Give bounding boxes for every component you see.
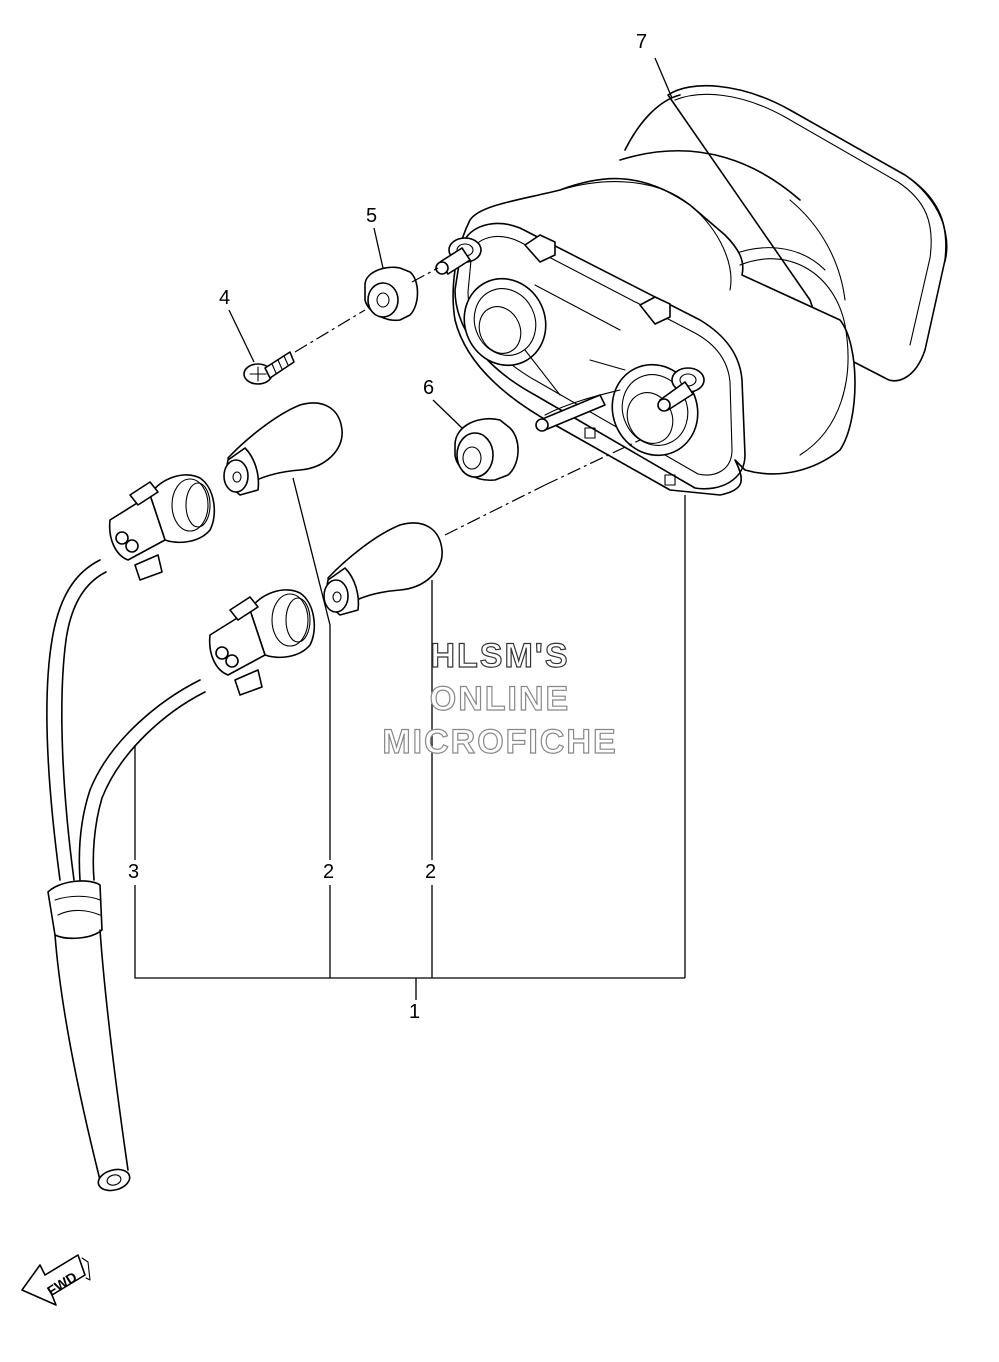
socket-harness-part-3 bbox=[46, 474, 316, 1192]
callout-2-right: 2 bbox=[425, 861, 436, 883]
lamp-housing-part-1 bbox=[435, 177, 856, 496]
callout-1: 1 bbox=[409, 1001, 420, 1023]
mounting-stud-right bbox=[657, 367, 705, 412]
fwd-arrow-icon: FWD bbox=[21, 1254, 91, 1306]
assembly-lines bbox=[294, 267, 641, 536]
callout-3: 3 bbox=[128, 861, 139, 883]
mounting-stud-left bbox=[435, 237, 482, 275]
grommet-part-6 bbox=[454, 418, 519, 481]
callout-2-left: 2 bbox=[323, 861, 334, 883]
callout-4: 4 bbox=[219, 287, 230, 309]
watermark-line-1: HLSM'S bbox=[430, 637, 569, 675]
bulb-upper-part-2 bbox=[223, 402, 343, 496]
callout-5: 5 bbox=[366, 205, 377, 227]
bulb-lower-part-2 bbox=[323, 522, 443, 616]
grommet-part-5 bbox=[364, 266, 419, 322]
watermark: HLSM'S ONLINE MICROFICHE bbox=[382, 636, 617, 761]
callout-7: 7 bbox=[636, 31, 647, 53]
screw-part-4 bbox=[243, 351, 295, 385]
watermark-line-2: ONLINE bbox=[430, 680, 570, 718]
watermark-line-3: MICROFICHE bbox=[382, 723, 617, 761]
callout-leaders bbox=[134, 57, 686, 1000]
callout-6: 6 bbox=[423, 377, 434, 399]
